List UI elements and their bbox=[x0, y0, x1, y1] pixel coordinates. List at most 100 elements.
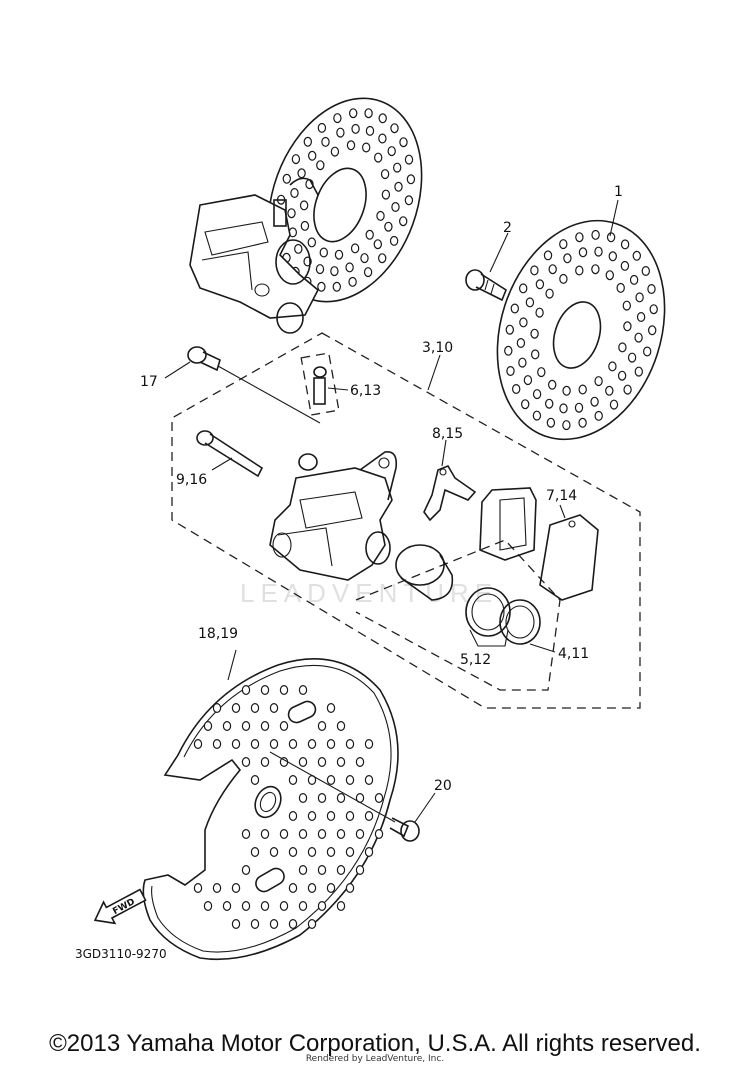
caliper-pin-part-9-16: 9,16 bbox=[176, 430, 264, 488]
dust-cover-hole bbox=[269, 846, 279, 857]
assembled-disc-hole bbox=[300, 220, 310, 231]
dust-cover-hole bbox=[317, 828, 327, 839]
dust-cover-outline bbox=[142, 658, 399, 961]
assembled-disc-hub bbox=[313, 167, 367, 243]
bolt-part-17: 17 bbox=[140, 346, 321, 424]
dust-cover-hole bbox=[307, 846, 317, 857]
dust-cover-hole bbox=[374, 828, 384, 839]
dust-cover-hole bbox=[326, 738, 336, 749]
assembled-brake-view bbox=[189, 97, 423, 334]
assembled-disc-hole bbox=[351, 123, 360, 134]
callout-17: 17 bbox=[140, 374, 158, 390]
assembled-disc-hole bbox=[297, 168, 306, 179]
disc-1-holes bbox=[504, 229, 658, 431]
dust-seal-outer bbox=[499, 599, 541, 645]
piston-seal-outer bbox=[465, 587, 511, 637]
caliper-piston bbox=[395, 544, 454, 601]
dust-cover-hole bbox=[336, 792, 346, 803]
pad-inner-plate bbox=[479, 487, 537, 561]
dust-cover-hole bbox=[269, 918, 279, 929]
disc-1-hole bbox=[531, 349, 540, 360]
disc-1-hole bbox=[532, 410, 542, 421]
dust-seal-part-4-11: 4,11 bbox=[499, 599, 589, 662]
dust-cover-hole bbox=[288, 918, 298, 929]
dust-cover-hole bbox=[288, 774, 298, 785]
parts-diagram: LEADVENTURE 1 2 3,10 bbox=[75, 97, 666, 961]
dust-cover-hole bbox=[298, 792, 308, 803]
dust-cover-hole bbox=[250, 774, 260, 785]
dust-cover-hole bbox=[241, 756, 251, 767]
dust-cover-hole bbox=[212, 738, 222, 749]
disc-1-hole bbox=[629, 274, 639, 285]
dust-cover-hole bbox=[260, 720, 270, 731]
assembled-disc-hole bbox=[287, 208, 296, 219]
dust-cover-hole bbox=[298, 864, 308, 875]
disc-1-hole bbox=[632, 250, 642, 261]
callout-18-19: 18,19 bbox=[198, 626, 238, 642]
dust-cover-hole bbox=[364, 774, 374, 785]
disc-1-hole bbox=[545, 398, 554, 409]
disc-1-hole bbox=[643, 346, 652, 357]
disc-1-hole bbox=[575, 232, 584, 243]
bolt-2-thread bbox=[484, 279, 489, 291]
assembled-disc-hole bbox=[336, 127, 345, 138]
assembled-disc-hole bbox=[345, 262, 354, 273]
disc-1-hole bbox=[618, 342, 627, 353]
assembled-disc-hole bbox=[321, 136, 330, 147]
bolt-20-head bbox=[400, 820, 420, 842]
dust-cover-hole bbox=[212, 882, 222, 893]
dust-cover-hole bbox=[307, 918, 317, 929]
dust-cover-slot-top bbox=[287, 700, 317, 724]
disc-1-hole bbox=[578, 417, 587, 428]
pin-head bbox=[196, 430, 214, 446]
dust-cover-hole bbox=[298, 684, 308, 695]
disc-1-hole bbox=[609, 399, 619, 410]
assembled-disc-hole bbox=[394, 181, 403, 192]
assembled-disc-hole bbox=[376, 210, 385, 221]
disc-1-hole bbox=[605, 385, 614, 396]
dust-cover-hole bbox=[317, 864, 327, 875]
disc-1-hole bbox=[623, 384, 632, 395]
assembled-disc-hole bbox=[350, 243, 360, 254]
dust-cover-hole bbox=[355, 828, 365, 839]
bolt-2-thread bbox=[490, 283, 495, 295]
disc-1-hole bbox=[594, 376, 603, 387]
disc-1-hole bbox=[535, 307, 544, 318]
disc-bolt-part-2: 2 bbox=[465, 220, 512, 302]
disc-1-hole bbox=[575, 265, 584, 276]
dust-cover-hole bbox=[279, 684, 289, 695]
dust-cover-hole bbox=[345, 810, 355, 821]
assembled-piston-boss bbox=[276, 302, 304, 334]
caliper-face-edge bbox=[277, 527, 333, 567]
dust-cover-hole bbox=[298, 756, 308, 767]
assembled-disc-hole bbox=[363, 267, 373, 278]
assembled-caliper-face bbox=[204, 221, 269, 256]
assembled-disc-hole bbox=[381, 189, 391, 200]
disc-1-hole bbox=[519, 283, 528, 294]
dust-cover-hole bbox=[317, 720, 327, 731]
dust-cover-hole bbox=[250, 846, 260, 857]
disc-1-hole bbox=[548, 264, 557, 275]
disc-1-hole bbox=[641, 266, 651, 277]
watermark-text: LEADVENTURE bbox=[240, 578, 498, 608]
callout-7-14: 7,14 bbox=[546, 488, 577, 504]
disc-1-hole bbox=[590, 396, 599, 407]
assembled-disc-hole bbox=[316, 160, 325, 171]
dust-cover-hole bbox=[260, 756, 270, 767]
caliper-ear-hole bbox=[378, 457, 390, 469]
disc-1-hole bbox=[608, 361, 617, 372]
bleed-screw-part-6-13: 6,13 bbox=[300, 352, 381, 416]
dust-seal-inner bbox=[505, 605, 535, 639]
assembled-disc-hole bbox=[334, 249, 344, 260]
callout-1: 1 bbox=[614, 184, 623, 200]
assembled-disc-hole bbox=[294, 243, 303, 254]
assembled-disc-hole bbox=[332, 281, 341, 292]
caliper-body-exploded bbox=[269, 451, 398, 581]
dust-cover-hole bbox=[250, 702, 260, 713]
dust-cover-hole bbox=[288, 738, 298, 749]
assembled-disc-hole bbox=[380, 169, 390, 180]
disc-1-hole bbox=[562, 385, 571, 396]
disc-1-hole bbox=[563, 253, 572, 264]
pad-spring-hole bbox=[439, 468, 447, 476]
disc-1-hole bbox=[537, 367, 546, 378]
